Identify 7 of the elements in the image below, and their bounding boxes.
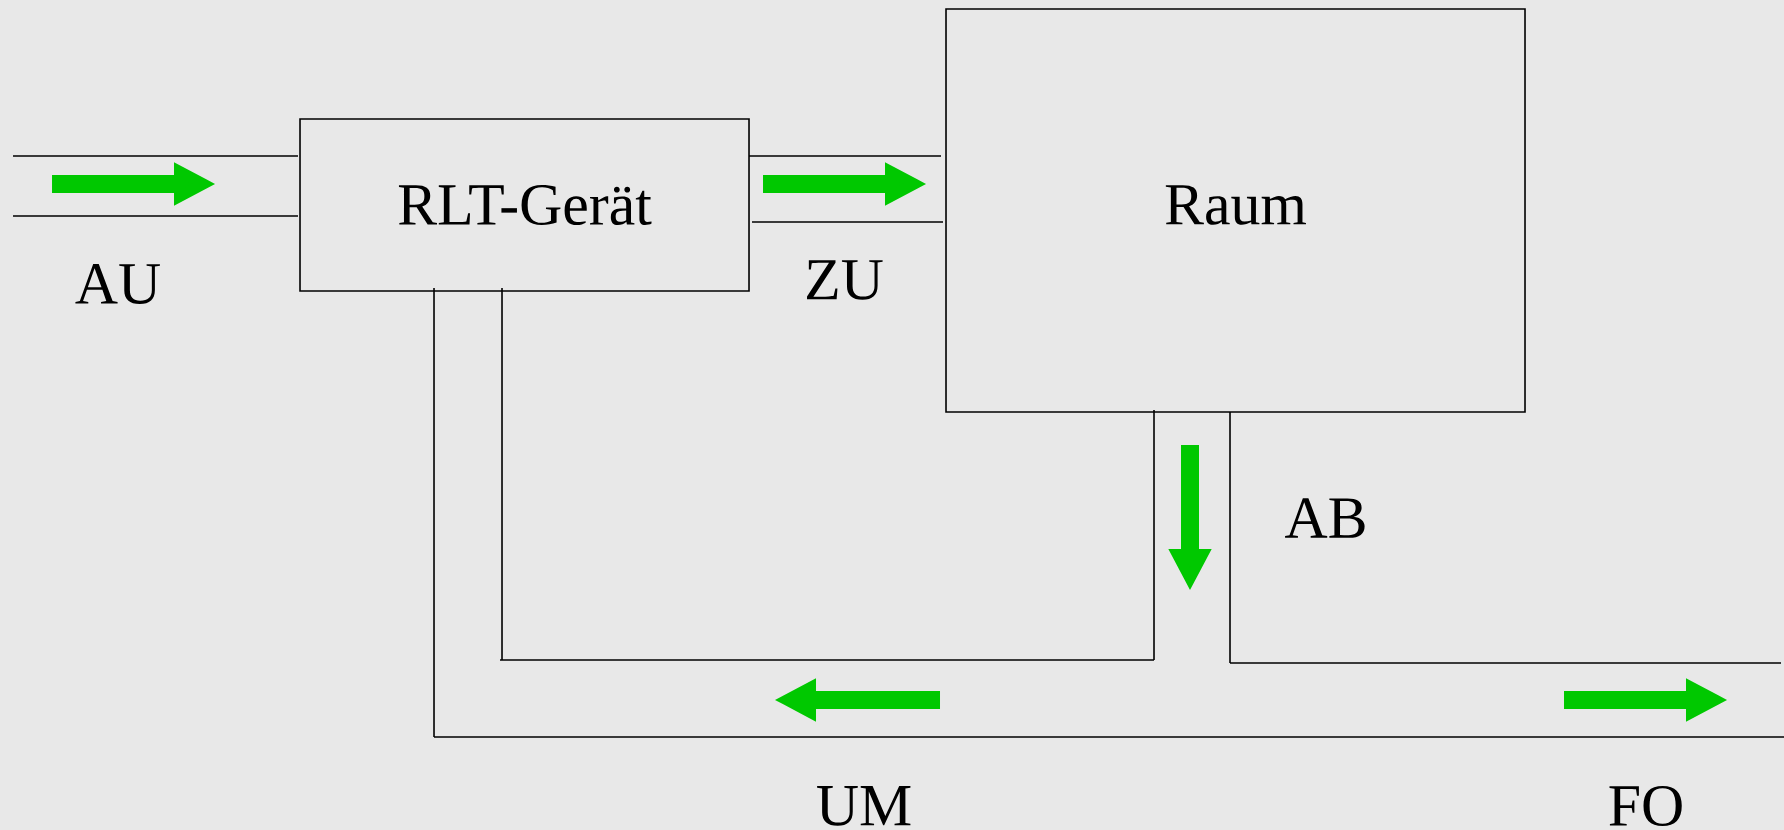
flow-label: AU xyxy=(75,263,160,304)
flow-label: ZU xyxy=(807,260,883,300)
flow-label: FO xyxy=(1609,785,1682,827)
flow-label: UM xyxy=(817,786,911,826)
unit-box: RLT-Gerät xyxy=(299,118,750,292)
flow-label: AB xyxy=(1285,498,1365,538)
room-box: Raum xyxy=(945,8,1526,413)
